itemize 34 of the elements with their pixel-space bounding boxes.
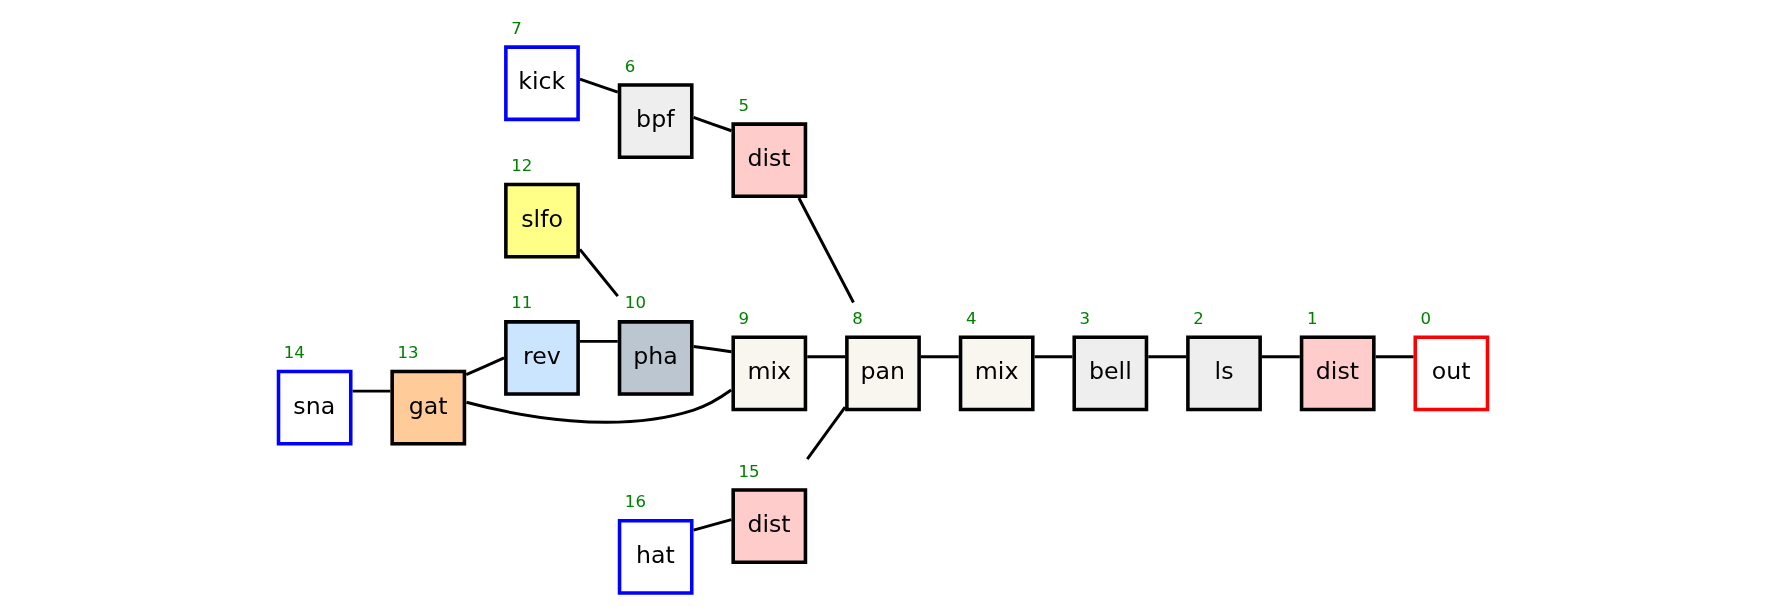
node-label: 12 bbox=[510, 156, 532, 176]
node-label: 14 bbox=[283, 343, 305, 363]
connector bbox=[692, 518, 732, 532]
node-label: 9 bbox=[738, 308, 749, 328]
node-label: 3 bbox=[1079, 308, 1090, 328]
connector bbox=[692, 345, 732, 354]
connector bbox=[465, 388, 732, 424]
node-label: 13 bbox=[397, 343, 419, 363]
connector bbox=[692, 116, 732, 133]
connector bbox=[578, 248, 619, 297]
node-label: 15 bbox=[738, 461, 760, 481]
connector bbox=[920, 355, 959, 359]
connector bbox=[1147, 355, 1186, 359]
connector bbox=[806, 355, 845, 359]
node-label: 8 bbox=[851, 308, 863, 328]
node-label: 4 bbox=[965, 308, 976, 328]
node-label: 16 bbox=[624, 492, 646, 512]
node-label: 2 bbox=[1192, 308, 1204, 328]
connector bbox=[465, 356, 505, 377]
connector bbox=[1375, 355, 1413, 359]
connector bbox=[805, 406, 846, 460]
connector bbox=[579, 339, 618, 343]
node-label: 1 bbox=[1306, 308, 1317, 328]
node-label: 0 bbox=[1420, 308, 1431, 328]
connector bbox=[797, 197, 855, 304]
connector bbox=[1034, 355, 1072, 359]
node-label: 6 bbox=[624, 56, 635, 76]
node-label: 11 bbox=[510, 293, 532, 313]
node-label: 10 bbox=[624, 293, 646, 313]
node-label: 7 bbox=[510, 18, 522, 38]
connector bbox=[352, 389, 390, 393]
connector bbox=[578, 77, 618, 94]
node-label: 5 bbox=[738, 95, 749, 115]
connector bbox=[1261, 355, 1300, 359]
